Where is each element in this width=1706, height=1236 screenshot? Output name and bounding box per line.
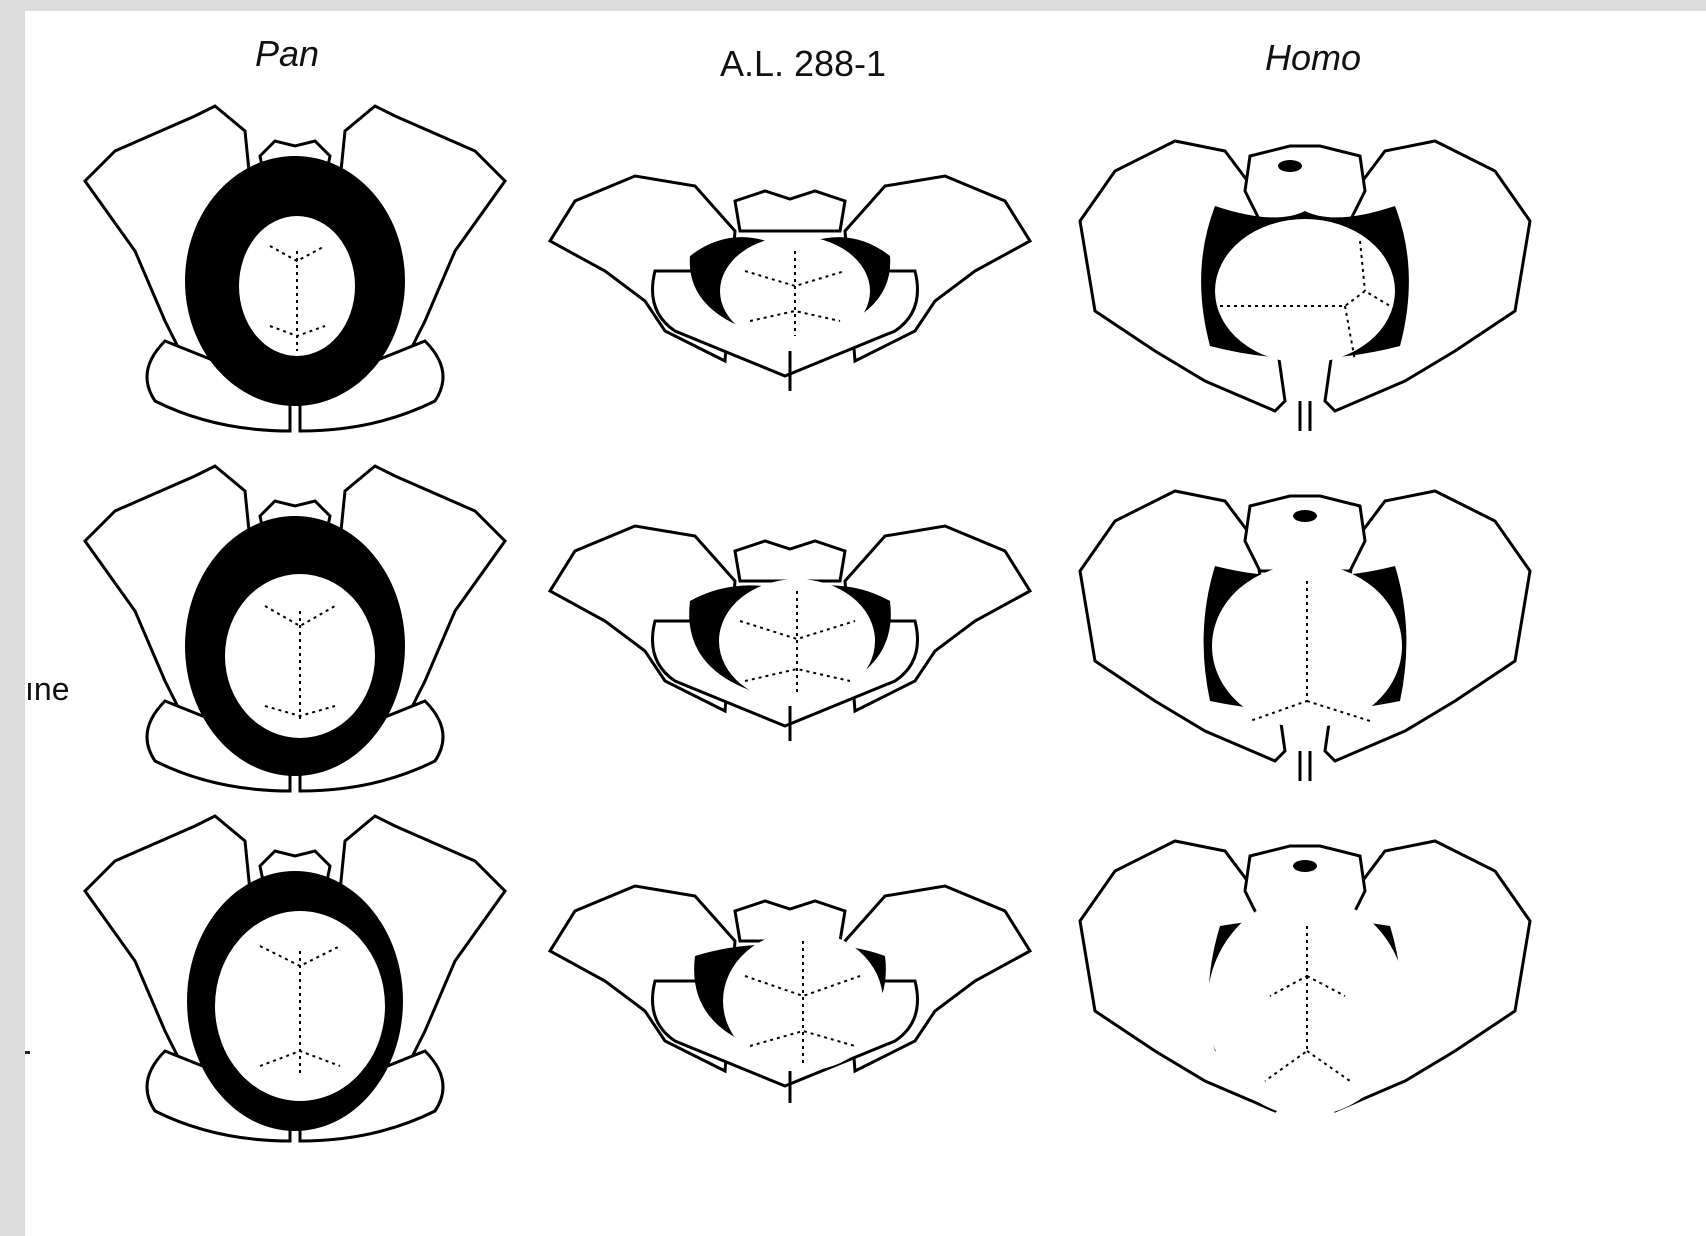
pelvis-homo-1 [1075, 131, 1535, 431]
pelvis-al288-2 [545, 511, 1035, 751]
pelvis-pan-1 [75, 101, 515, 431]
pelvis-al288-1 [545, 161, 1035, 401]
column-title-pan: Pan [137, 33, 437, 75]
pelvis-pan-2 [75, 461, 515, 791]
pelvis-al288-3 [545, 871, 1035, 1111]
column-title-homo: Homo [1163, 37, 1463, 79]
pelvis-homo-2 [1075, 481, 1535, 781]
cropped-side-label: ıne [25, 671, 69, 708]
pelvis-pan-3 [75, 811, 515, 1141]
cropped-edge-mark [25, 1051, 30, 1054]
pelvis-comparison-figure: Pan A.L. 288-1 Homo ıne [25, 11, 1706, 1236]
column-title-al288: A.L. 288-1 [653, 43, 953, 85]
pelvis-homo-3 [1075, 831, 1535, 1131]
